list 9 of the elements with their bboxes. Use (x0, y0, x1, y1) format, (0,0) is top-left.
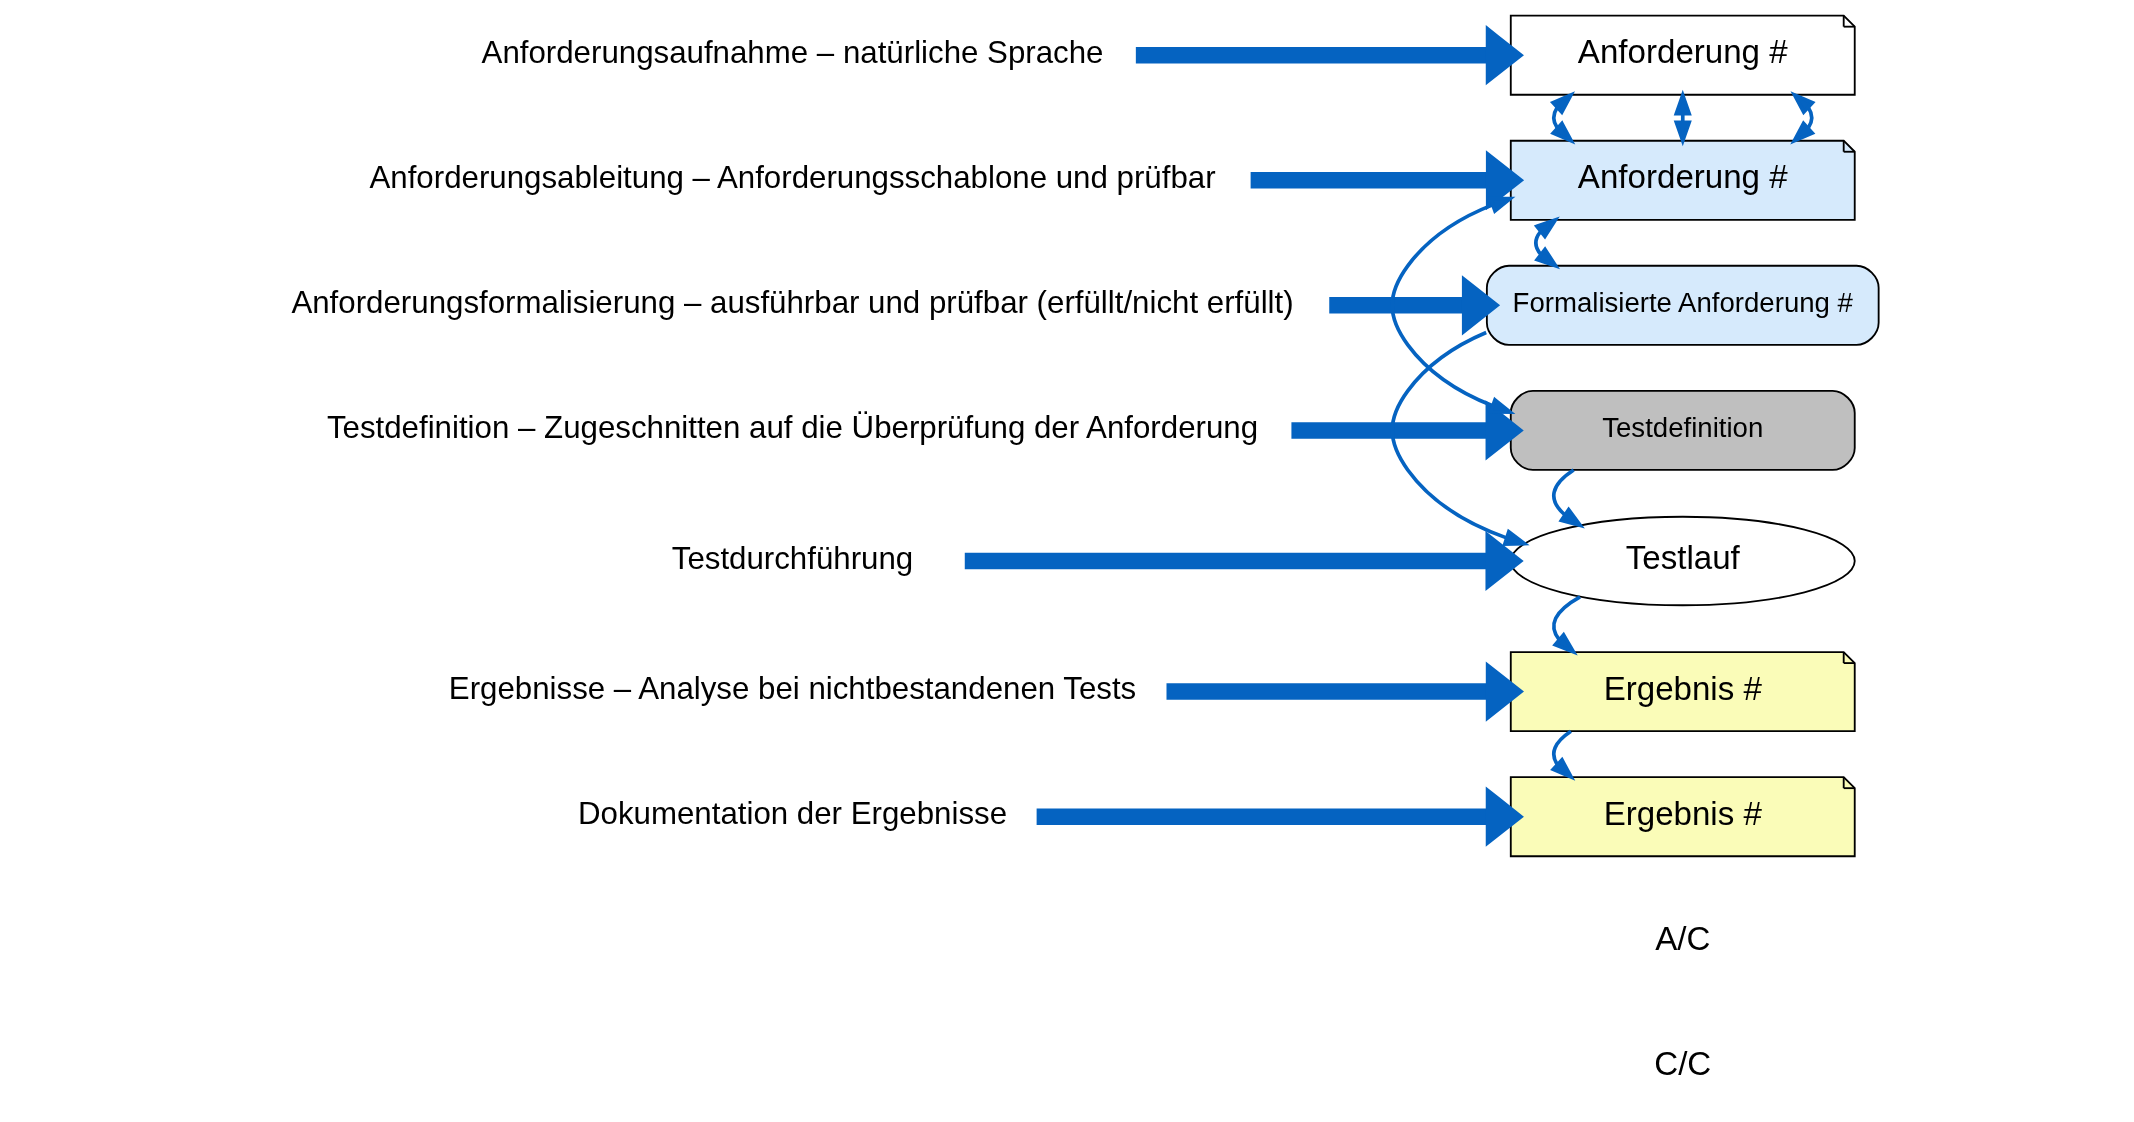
node-text: Testdefinition – Zugeschnitten auf die Überprüfung der Anforderung (326, 409, 1258, 445)
node-text: Dokumentation der Ergebnisse (577, 796, 1007, 832)
label: A/C (1654, 919, 1710, 957)
node-text: Anforderungsaufnahme – natürliche Sprache (481, 34, 1103, 70)
label: C/C (1653, 1044, 1711, 1082)
node-text: Testdurchführung (671, 540, 913, 576)
node-text: Ergebnisse – Analyse bei nichtbestandenen Tests (448, 671, 1136, 707)
node-text: Anforderungsformalisierung – ausführbar und prüfbar (erfüllt/nicht erfüllt) (290, 284, 1294, 320)
node-text: Anforderungsableitung – Anforderungsschablone und prüfbar (368, 159, 1216, 195)
